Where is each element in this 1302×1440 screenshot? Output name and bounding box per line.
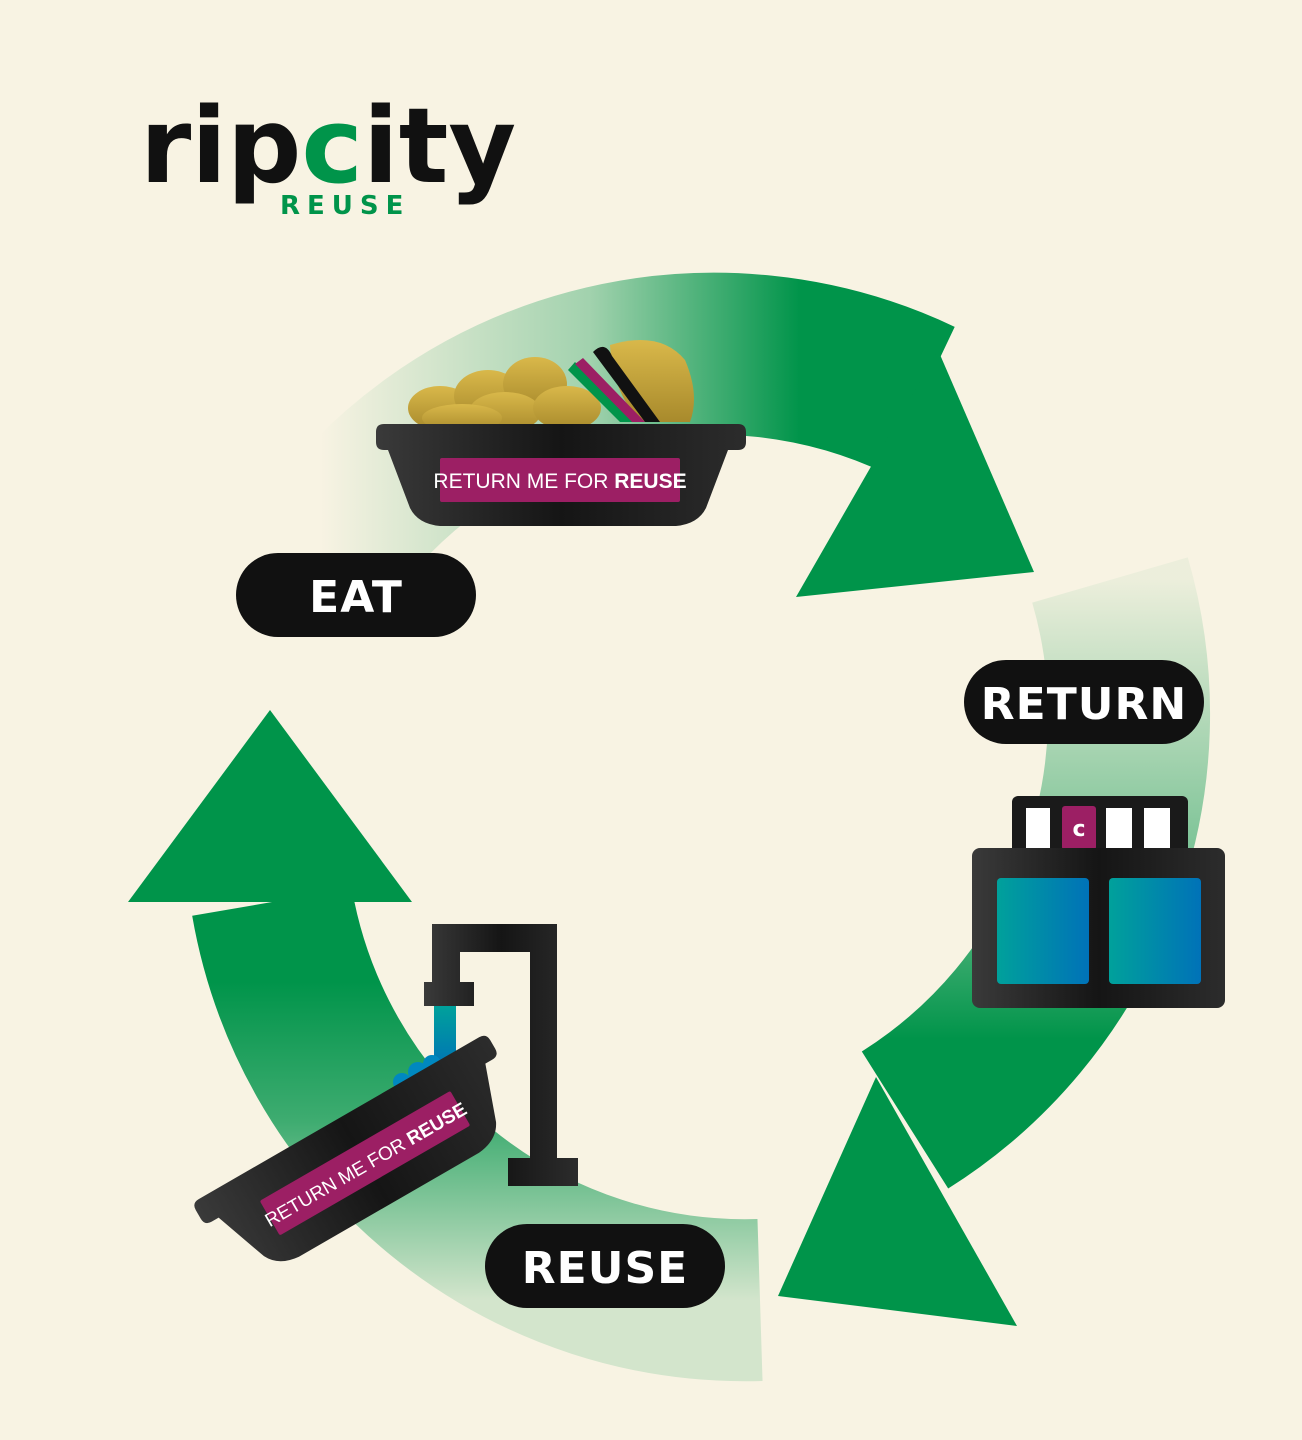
water-stream bbox=[434, 1006, 456, 1066]
kiosk-window-left bbox=[997, 878, 1089, 984]
cycle-arrowhead-top-right bbox=[796, 350, 1034, 597]
eat-container-icon: RETURN ME FOR REUSE bbox=[376, 340, 746, 526]
logo-subtitle: REUSE bbox=[280, 191, 410, 221]
logo-wordmark: ripcity bbox=[140, 85, 516, 207]
ripcity-logo: ripcity REUSE bbox=[140, 85, 516, 221]
eat-tag-text: RETURN ME FOR REUSE bbox=[433, 470, 686, 493]
cycle-arrowhead-left-up bbox=[128, 710, 412, 902]
kiosk-window-right bbox=[1109, 878, 1201, 984]
step-label-reuse: REUSE bbox=[485, 1224, 725, 1308]
return-kiosk-icon: c bbox=[972, 796, 1225, 1008]
cycle-arrowhead-bottom-right bbox=[778, 1077, 1017, 1326]
step-label-eat: EAT bbox=[236, 553, 476, 637]
svg-text:RETURN: RETURN bbox=[981, 679, 1187, 730]
step-label-return: RETURN bbox=[964, 660, 1204, 744]
food-pile bbox=[408, 340, 694, 432]
eat-tag bbox=[440, 458, 680, 502]
kiosk-badge: c bbox=[1072, 817, 1085, 842]
svg-text:REUSE: REUSE bbox=[522, 1243, 688, 1294]
reuse-container-icon: RETURN ME FOR REUSE bbox=[194, 1035, 497, 1262]
svg-text:EAT: EAT bbox=[309, 572, 403, 623]
